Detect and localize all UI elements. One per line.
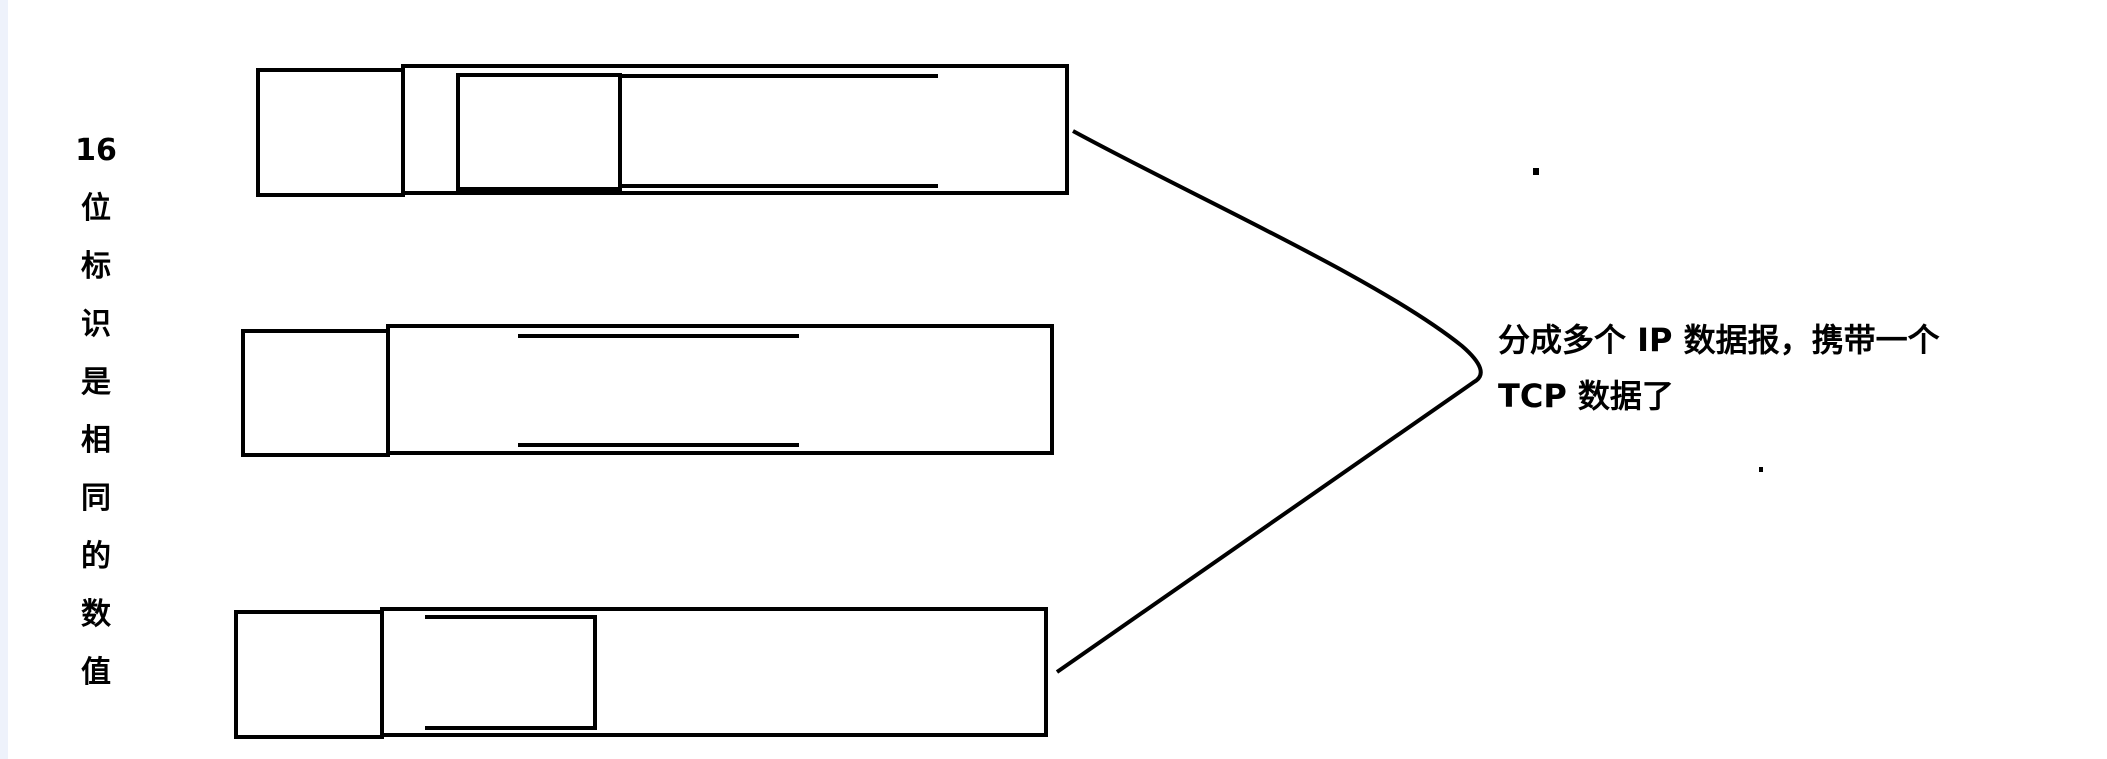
vertical-label: 16 位 标 识 是 相 同 的 数 值 [75,122,117,702]
left-edge-strip [0,0,8,759]
fragment-note: 分成多个 IP 数据报，携带一个 TCP 数据了 [1498,312,1998,424]
inner-segment-box [425,615,597,730]
stray-dot [1759,467,1763,472]
ip-payload-box [401,64,1069,195]
grouping-brace [1055,129,1483,674]
ip-header-box [256,68,405,197]
ip-datagram-2 [241,324,1054,457]
vlabel-char: 相 [81,423,111,458]
stray-dot [1533,168,1539,175]
ip-header-box [241,329,390,457]
inner-header-box [456,73,622,191]
vlabel-char: 值 [81,655,111,690]
vlabel-char: 16 [75,133,117,168]
ip-datagram-1 [256,64,1069,197]
vlabel-char: 同 [81,481,111,516]
vlabel-char: 位 [81,191,111,226]
vlabel-char: 是 [81,365,111,400]
ip-header-box [234,610,384,739]
vlabel-char: 识 [81,307,111,342]
note-line-2: TCP 数据了 [1498,377,1674,415]
note-line-1: 分成多个 IP 数据报，携带一个 [1498,321,1940,359]
vlabel-char: 标 [81,249,111,284]
ip-payload-box [386,324,1054,455]
ip-datagram-3 [234,607,1048,739]
vlabel-char: 的 [81,539,111,574]
vlabel-char: 数 [81,597,111,632]
ip-payload-box [380,607,1048,737]
